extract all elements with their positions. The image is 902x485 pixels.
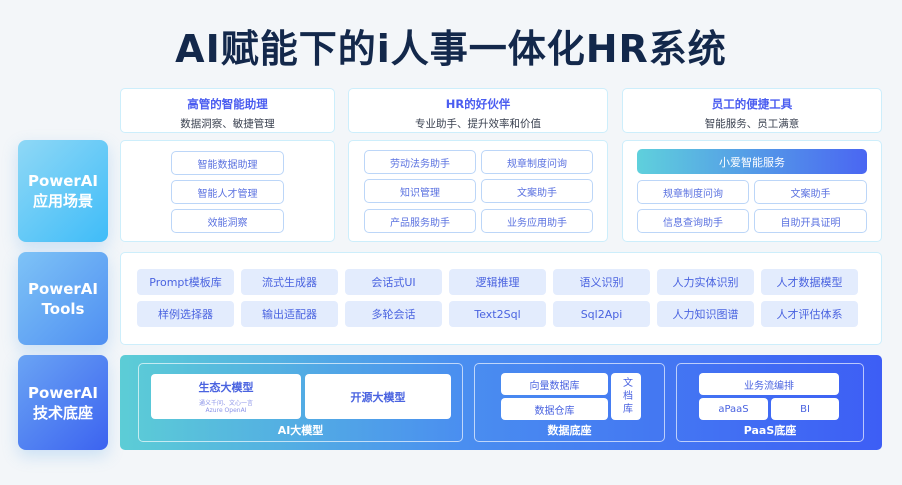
tool-chip[interactable]: 人力知识图谱 [657,301,754,327]
scenario-subheading: 数据洞察、敏捷管理 [180,118,275,130]
scenario-heading: 员工的便捷工具 [711,97,793,111]
scenario-item[interactable]: 规章制度问询 [637,180,749,204]
scenario-item[interactable]: 业务应用助手 [481,209,593,233]
tool-chip[interactable]: 语义识别 [553,269,650,295]
scenario-item[interactable]: 效能洞察 [171,209,284,233]
apaas-card[interactable]: aPaaS [699,398,768,420]
section-label: PaaS底座 [743,424,797,437]
paas-base-section: 业务流编排 aPaaS BI PaaS底座 [676,363,864,442]
tool-chip[interactable]: Prompt模板库 [137,269,234,295]
scenario-items-hr: 劳动法务助手 规章制度问询 知识管理 文案助手 产品服务助手 业务应用助手 [348,140,608,242]
scenario-heading: HR的好伙伴 [445,97,511,111]
row-label-line1: PowerAI [28,172,98,190]
scenario-item[interactable]: 知识管理 [364,179,476,203]
scenario-item[interactable]: 劳动法务助手 [364,150,476,174]
featured-service-button[interactable]: 小爱智能服务 [637,149,867,174]
tools-panel: Prompt模板库流式生成器会话式UI 逻辑推理语义识别人力实体识别人才数据模型样… [120,252,882,345]
scenario-header-employee: 员工的便捷工具智能服务、员工满意 [622,88,882,133]
row-label-line2: 技术底座 [32,403,93,422]
scenario-subheading: 专业助手、提升效率和价值 [415,118,541,130]
workflow-orchestration-card[interactable]: 业务流编排 [699,373,839,395]
tool-chip[interactable]: 流式生成器 [241,269,338,295]
scenario-item[interactable]: 智能人才管理 [171,180,284,204]
scenario-item[interactable]: 信息查询助手 [637,209,749,233]
page-title: AI赋能下的i人事一体化HR系统 [175,27,727,71]
tech-base-panel: 生态大模型 通义千问、文心一言 Azure OpenAI 开源大模型 AI大模型… [120,355,882,450]
scenario-item[interactable]: 规章制度问询 [481,150,593,174]
tool-chip[interactable]: 人才数据模型 [761,269,858,295]
data-base-section: 向量数据库 数据仓库 文档库 数据底座 [474,363,665,442]
row-label-line2: Tools [41,299,85,318]
section-label: 数据底座 [547,424,592,437]
scenario-header-executive: 高管的智能助理数据洞察、敏捷管理 [120,88,335,133]
eco-model-card[interactable]: 生态大模型 通义千问、文心一言 Azure OpenAI [151,374,301,419]
scenario-items-executive: 智能数据助理 智能人才管理 效能洞察 [120,140,335,242]
tool-chip[interactable]: 人力实体识别 [657,269,754,295]
scenario-item[interactable]: 智能数据助理 [171,151,284,175]
section-label: AI大模型 [277,424,324,437]
tool-chip[interactable]: Sql2Api [553,301,650,327]
tool-chip[interactable]: 输出适配器 [241,301,338,327]
scenario-item[interactable]: 自助开具证明 [754,209,867,233]
row-label-line1: PowerAI [28,383,98,402]
row-label-scenarios: PowerAI 应用场景 [18,140,108,242]
scenario-heading: 高管的智能助理 [187,97,268,111]
tool-chip[interactable]: 会话式UI [345,269,442,295]
ai-model-section: 生态大模型 通义千问、文心一言 Azure OpenAI 开源大模型 AI大模型 [138,363,463,442]
tool-chip[interactable]: 逻辑推理 [449,269,546,295]
scenario-item[interactable]: 产品服务助手 [364,209,476,233]
data-warehouse-card[interactable]: 数据仓库 [501,398,608,420]
tool-chip[interactable]: 人才评估体系 [761,301,858,327]
eco-model-title: 生态大模型 [198,381,254,394]
row-label-line2: 应用场景 [32,192,93,210]
tool-chip[interactable]: 样例选择器 [137,301,234,327]
tool-chip[interactable]: 多轮会话 [345,301,442,327]
row-label-line1: PowerAI [28,279,98,298]
scenario-items-employee: 小爱智能服务 规章制度问询 文案助手 信息查询助手 自助开具证明 [622,140,882,242]
scenario-subheading: 智能服务、员工满意 [704,118,800,130]
vector-db-card[interactable]: 向量数据库 [501,373,608,395]
tool-chip[interactable]: Text2Sql [449,301,546,327]
scenario-item[interactable]: 文案助手 [754,180,867,204]
scenario-header-hr: HR的好伙伴专业助手、提升效率和价值 [348,88,608,133]
eco-model-sub1: 通义千问、文心一言 [198,400,253,407]
bi-card[interactable]: BI [771,398,839,420]
eco-model-sub2: Azure OpenAI [205,407,247,414]
document-library-card[interactable]: 文档库 [611,373,641,420]
scenario-item[interactable]: 文案助手 [481,179,593,203]
open-source-model-card[interactable]: 开源大模型 [305,374,451,419]
